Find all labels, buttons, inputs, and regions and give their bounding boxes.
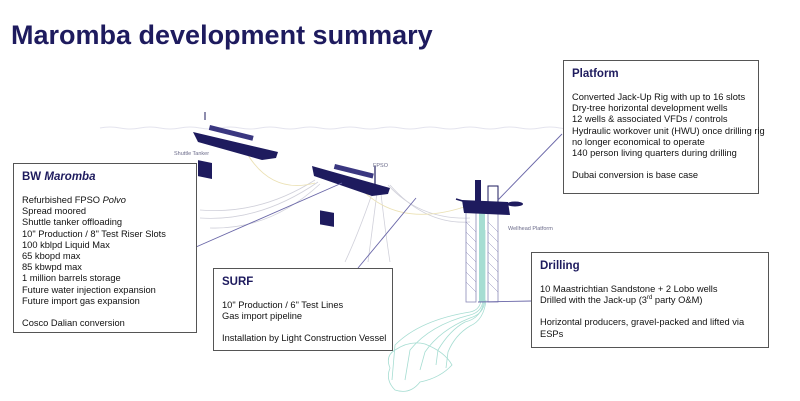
wellhead-platform-label: Wellhead Platform: [508, 226, 553, 232]
surf-heading: SURF: [222, 276, 254, 288]
leader-surf: [357, 197, 417, 269]
box-footer: ESPs: [540, 328, 564, 339]
box-footer: Horizontal producers, gravel-packed and …: [540, 317, 745, 328]
list-item: 10" Production / 6" Test Lines: [222, 300, 344, 310]
list-item: Gas import pipeline: [222, 311, 303, 322]
list-item: no longer economical to operate: [572, 136, 705, 147]
box-footer: Installation by Light Construction Vesse…: [222, 333, 387, 344]
surf-box: SURF 10" Production / 6" Test Lines Gas …: [213, 268, 393, 351]
list-item: Dry-tree horizontal development wells: [572, 103, 728, 114]
page-title: Maromba development summary: [11, 20, 433, 50]
leader-platform: [497, 133, 563, 201]
heading-italic: Maromba: [44, 171, 96, 183]
list-item: 10" Production / 8" Test Riser Slots: [22, 228, 166, 239]
item-italic: Polvo: [102, 195, 126, 205]
platform-box: Platform Converted Jack-Up Rig with up t…: [563, 60, 765, 194]
list-item: Spread moored: [22, 206, 87, 217]
list-item: 10 Maastrichtian Sandstone + 2 Lobo well…: [540, 284, 718, 294]
leader-lines: [195, 133, 563, 303]
list-item: 1 million barrels storage: [22, 273, 121, 284]
list-item: Future import gas expansion: [22, 295, 140, 306]
item-text: Drilled with the Jack-up (3: [540, 295, 647, 306]
list-item: Drilled with the Jack-up (3rd party O&M): [540, 295, 760, 306]
reservoir-outline: [387, 342, 453, 392]
riser-lines: [199, 179, 471, 263]
superscript: rd: [646, 295, 653, 302]
drilling-box: Drilling 10 Maastrichtian Sandstone + 2 …: [531, 252, 769, 348]
box-footer: Dubai conversion is base case: [572, 170, 699, 181]
platform-heading: Platform: [572, 68, 619, 80]
fpso-icon: [312, 164, 390, 227]
flowline-lines: [244, 149, 471, 215]
item-text: party O&M): [652, 295, 703, 306]
list-item: Shuttle tanker offloading: [22, 217, 123, 228]
list-item: 100 kblpd Liquid Max: [22, 239, 110, 250]
leader-drilling: [477, 300, 533, 303]
item-text: Refurbished FPSO: [22, 195, 103, 205]
shuttle-tanker-label: Shuttle Tanker: [174, 151, 210, 157]
leader-bw-maromba: [195, 182, 343, 248]
list-item: 65 kbopd max: [22, 251, 81, 262]
shuttle-tanker-icon: [193, 112, 278, 180]
list-item: 85 kbwpd max: [22, 262, 82, 273]
list-item: 12 wells & associated VFDs / controls: [572, 114, 728, 125]
bw-maromba-box: BW Maromba Refurbished FPSO Polvo Spread…: [13, 163, 197, 333]
well-trajectories: [387, 230, 487, 392]
list-item: 140 person living quarters during drilli…: [572, 148, 737, 159]
list-item: Converted Jack-Up Rig with up to 16 slot…: [572, 92, 746, 102]
drilling-heading: Drilling: [540, 260, 580, 272]
box-footer: Cosco Dalian conversion: [22, 318, 125, 329]
wellhead-platform-icon: [455, 180, 523, 303]
list-item: Future water injection expansion: [22, 284, 156, 295]
list-item: Hydraulic workover unit (HWU) once drill…: [572, 125, 765, 136]
fpso-label: FPSO: [373, 163, 388, 169]
heading-prefix: BW: [22, 171, 45, 183]
list-item: Refurbished FPSO Polvo: [22, 195, 188, 206]
bw-maromba-heading: BW Maromba: [22, 171, 188, 184]
